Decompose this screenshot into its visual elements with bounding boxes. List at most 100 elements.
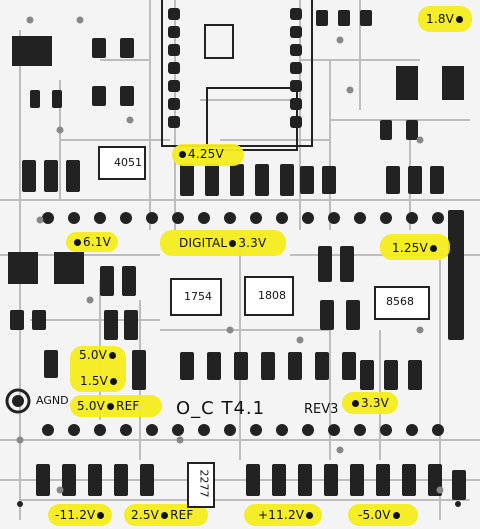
smd-pad [92, 86, 106, 106]
via [76, 16, 84, 24]
smd-pad [452, 470, 466, 500]
test-point-dot [429, 245, 437, 252]
smd-pad [324, 464, 338, 496]
test-point-dot [161, 512, 169, 519]
mounting-dot [455, 501, 461, 507]
highlight-6v1 [66, 232, 118, 252]
header-pin [276, 212, 288, 224]
header-pin [328, 212, 340, 224]
test-point-label: 4.25V [188, 147, 224, 161]
pin-pad [290, 8, 302, 20]
via [56, 126, 64, 134]
test-point-6v1: 6.1V [72, 235, 111, 249]
test-point-label: 1.5V [80, 374, 109, 388]
via [296, 336, 304, 344]
smd-pad [380, 120, 392, 140]
header-pin [432, 212, 444, 224]
test-point-dot [352, 400, 359, 407]
test-point-1v5: 1.5V [80, 374, 119, 388]
test-point-label: -5.0V [358, 508, 391, 522]
smd-pad [66, 160, 80, 192]
highlight-1v25 [380, 234, 450, 260]
smd-pad [338, 10, 350, 26]
pin-pad [290, 98, 302, 110]
via [226, 326, 234, 334]
diode-pad [396, 66, 418, 100]
header-pin [380, 212, 392, 224]
test-point-dot [74, 239, 81, 246]
ic-1808: 1808 [244, 276, 294, 316]
pin-pad [168, 62, 180, 74]
smd-pad [36, 464, 50, 496]
smd-pad [376, 464, 390, 496]
smd-pad [44, 160, 58, 192]
pin-pad [168, 26, 180, 38]
via [416, 136, 424, 144]
test-point-value: REF [170, 508, 194, 522]
test-point-dot [179, 151, 186, 158]
via [16, 436, 24, 444]
via [86, 296, 94, 304]
test-point-neg11v2: -11.2V [55, 508, 106, 522]
ic-8568: 8568 [374, 286, 430, 320]
smd-pad [386, 166, 400, 194]
via [416, 326, 424, 334]
smd-pad [360, 360, 374, 390]
smd-pad [406, 120, 418, 140]
smd-pad [408, 360, 422, 390]
smd-pad [30, 90, 40, 108]
smd-pad [180, 164, 194, 196]
smd-pad [22, 160, 36, 192]
smd-pad [346, 300, 360, 330]
ic-1754: 1754 [170, 278, 222, 316]
smd-pad [10, 310, 24, 330]
chip-label: 1808 [258, 289, 286, 302]
smd-pad [350, 464, 364, 496]
via [176, 436, 184, 444]
smd-pad [120, 86, 134, 106]
via [56, 486, 64, 494]
header-pin [94, 424, 106, 436]
header-pin [432, 424, 444, 436]
chip-label: 2277 [197, 469, 211, 498]
highlight-pos11v2 [244, 504, 322, 526]
test-point-dot [109, 352, 117, 359]
test-point-value: 3.3V [238, 236, 267, 250]
header-pin [120, 212, 132, 224]
via [436, 486, 444, 494]
smd-pad [280, 164, 294, 196]
header-pin [224, 212, 236, 224]
pin-pad [290, 26, 302, 38]
agnd-connector-center [12, 395, 24, 407]
via [126, 116, 134, 124]
pin-pad [168, 80, 180, 92]
chip-label: 4051 [114, 156, 142, 169]
smd-pad [205, 164, 219, 196]
smd-pad [246, 464, 260, 496]
agnd-connector [5, 388, 31, 414]
header-pin [250, 424, 262, 436]
test-point-1v25: 1.25V [392, 241, 439, 255]
test-point-pos11v2: +11.2V [258, 508, 315, 522]
pin-pad [290, 80, 302, 92]
header-pin [302, 212, 314, 224]
highlight-5v0-ref [70, 395, 162, 417]
smd-pad [316, 10, 328, 26]
test-point-label: +11.2V [258, 508, 305, 522]
test-point-1v8: 1.8V [426, 12, 465, 26]
header-pin [224, 424, 236, 436]
smd-pad [52, 90, 62, 108]
smd-pad [124, 310, 138, 340]
highlight-neg11v2 [48, 504, 112, 526]
mounting-dot [17, 501, 23, 507]
test-point-dot [306, 512, 314, 519]
smd-pad [122, 266, 136, 296]
smd-pad [408, 166, 422, 194]
header-pin [172, 424, 184, 436]
via [336, 446, 344, 454]
smd-pad [114, 464, 128, 496]
smd-pad [402, 464, 416, 496]
